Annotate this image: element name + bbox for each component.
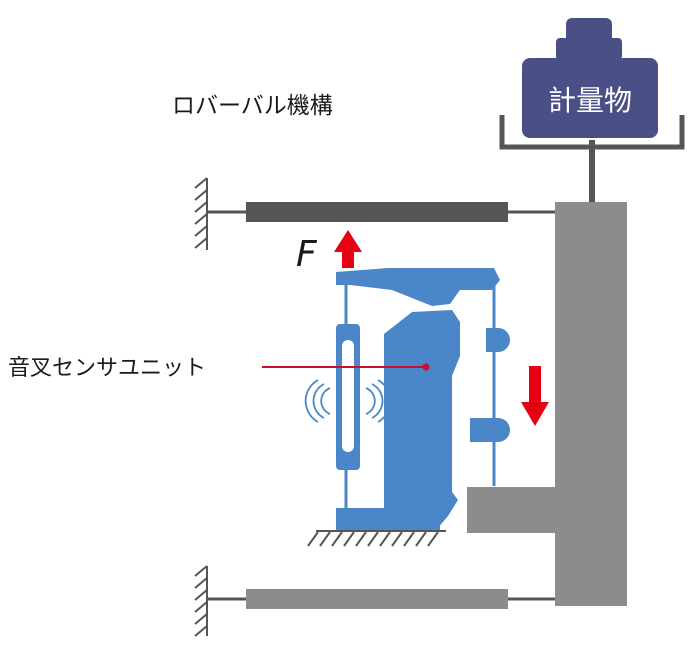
vibration-waves xyxy=(304,379,392,423)
weighed-object xyxy=(522,18,658,138)
force-label: F xyxy=(296,234,318,275)
up-arrow xyxy=(334,230,362,268)
down-arrow xyxy=(521,366,549,426)
lower-beam xyxy=(207,589,555,609)
sensor-ground-hatch xyxy=(307,530,446,547)
tuning-fork-sensor-unit xyxy=(336,268,510,530)
sensor-unit-label: 音叉センサユニット xyxy=(8,356,206,381)
weighed-object-label: 計量物 xyxy=(548,84,632,117)
mechanism-title: ロバーバル機構 xyxy=(172,93,333,119)
weighing-platform xyxy=(499,115,685,202)
sensor-leader-line xyxy=(262,363,430,371)
upper-beam xyxy=(207,202,555,222)
wall-hatch-top xyxy=(194,177,208,250)
wall-hatch-bottom xyxy=(194,565,208,637)
load-frame xyxy=(467,202,627,606)
